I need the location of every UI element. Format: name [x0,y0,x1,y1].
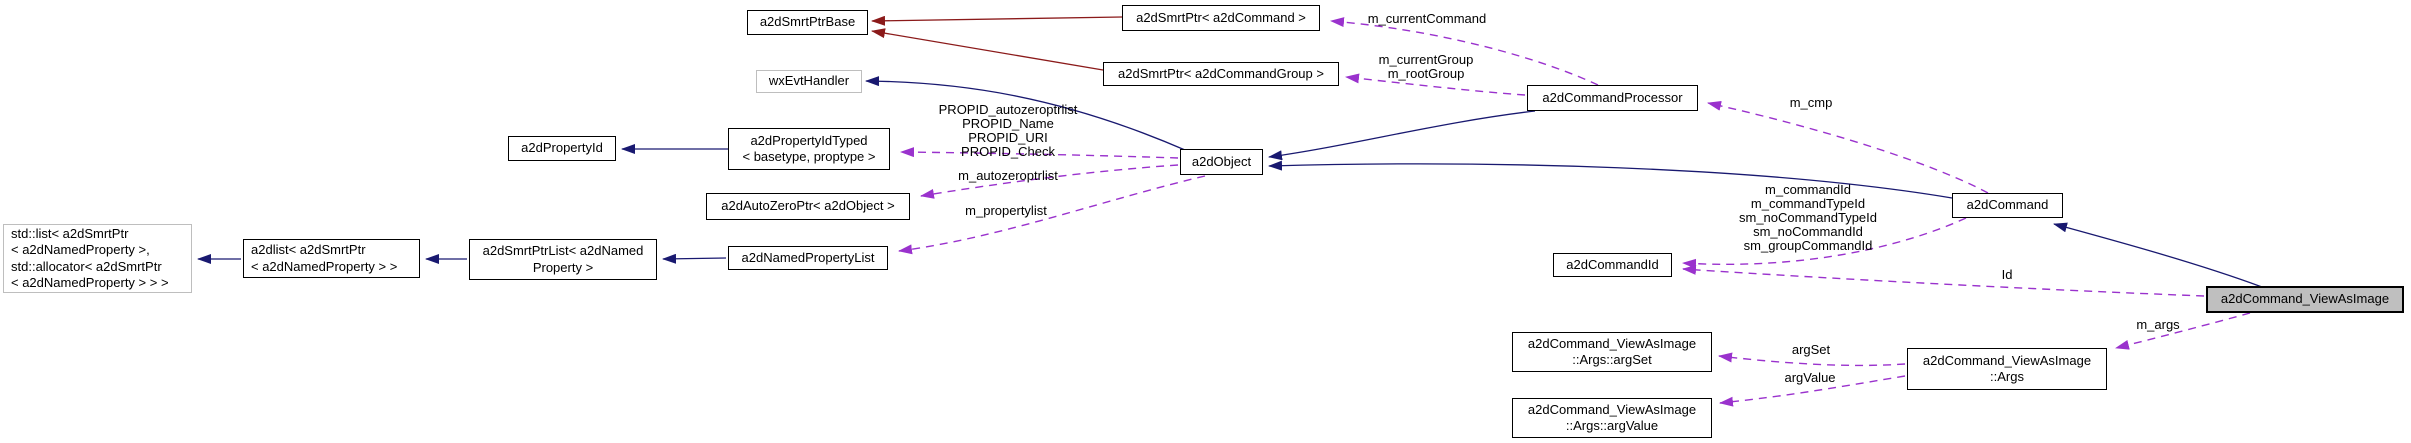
edge-argset [1718,352,1906,367]
edge-viewasimage-to-command [2053,222,2263,288]
edge-label-m-args: m_args [2136,317,2180,332]
edge-label-m-cmp: m_cmp [1789,95,1833,110]
node-args-argvalue[interactable]: a2dCommand_ViewAsImage ::Args::argValue [1512,398,1712,438]
node-a2dpropertyid[interactable]: a2dPropertyId [508,136,616,161]
node-a2dcommandid[interactable]: a2dCommandId [1553,253,1672,277]
edge-label-m-currentgroup-rootgroup: m_currentGroup m_rootGroup [1378,52,1474,81]
node-args-argset[interactable]: a2dCommand_ViewAsImage ::Args::argSet [1512,332,1712,372]
edge-smrtptrcommand-to-smrtptrbase [871,15,1123,26]
node-std-list: std::list< a2dSmrtPtr < a2dNamedProperty… [3,224,192,293]
node-a2dsmrtptr-a2dcommandgroup[interactable]: a2dSmrtPtr< a2dCommandGroup > [1103,62,1339,86]
edge-label-command-ids: m_commandId m_commandTypeId sm_noCommand… [1738,182,1878,253]
edge-label-m-propertylist: m_propertylist [965,203,1047,218]
node-wxevthandler: wxEvtHandler [756,70,862,93]
edge-m-propertylist [898,175,1206,255]
node-a2dnamedpropertylist[interactable]: a2dNamedPropertyList [728,246,888,270]
edge-smrtptrcommandgroup-to-smrtptrbase [871,28,1104,71]
node-args[interactable]: a2dCommand_ViewAsImage ::Args [1907,348,2107,390]
edge-namedpropertylist-to-smrtptrlist [662,253,727,264]
edge-label-id: Id [2001,267,2013,282]
edge-label-m-autozeroptrlist: m_autozeroptrlist [958,168,1058,183]
edge-label-argset: argSet [1791,342,1831,357]
node-a2dsmrtptrlist[interactable]: a2dSmrtPtrList< a2dNamed Property > [469,239,657,280]
edge-commandprocessor-to-a2dobject [1268,110,1536,161]
edge-label-argvalue: argValue [1784,370,1836,385]
node-a2dpropertyidtyped[interactable]: a2dPropertyIdTyped < basetype, proptype … [728,128,890,170]
node-a2dcommand-viewasimage: a2dCommand_ViewAsImage [2206,286,2404,313]
node-a2dcommandprocessor[interactable]: a2dCommandProcessor [1527,85,1698,111]
edge-label-propid-members: PROPID_autozeroptrlist PROPID_Name PROPI… [938,102,1078,159]
node-a2dlist[interactable]: a2dlist< a2dSmrtPtr < a2dNamedProperty >… [243,239,420,278]
node-a2dobject[interactable]: a2dObject [1180,149,1263,175]
node-a2dsmrtptr-a2dcommand[interactable]: a2dSmrtPtr< a2dCommand > [1122,5,1320,31]
edge-label-m-currentcommand: m_currentCommand [1367,11,1487,26]
node-a2dcommand[interactable]: a2dCommand [1952,193,2063,218]
edge-m-cmp [1707,100,1989,194]
edge-id [1682,264,2205,297]
node-a2dsmrtptrbase[interactable]: a2dSmrtPtrBase [747,10,868,35]
node-a2dautozeroptr[interactable]: a2dAutoZeroPtr< a2dObject > [706,193,910,220]
